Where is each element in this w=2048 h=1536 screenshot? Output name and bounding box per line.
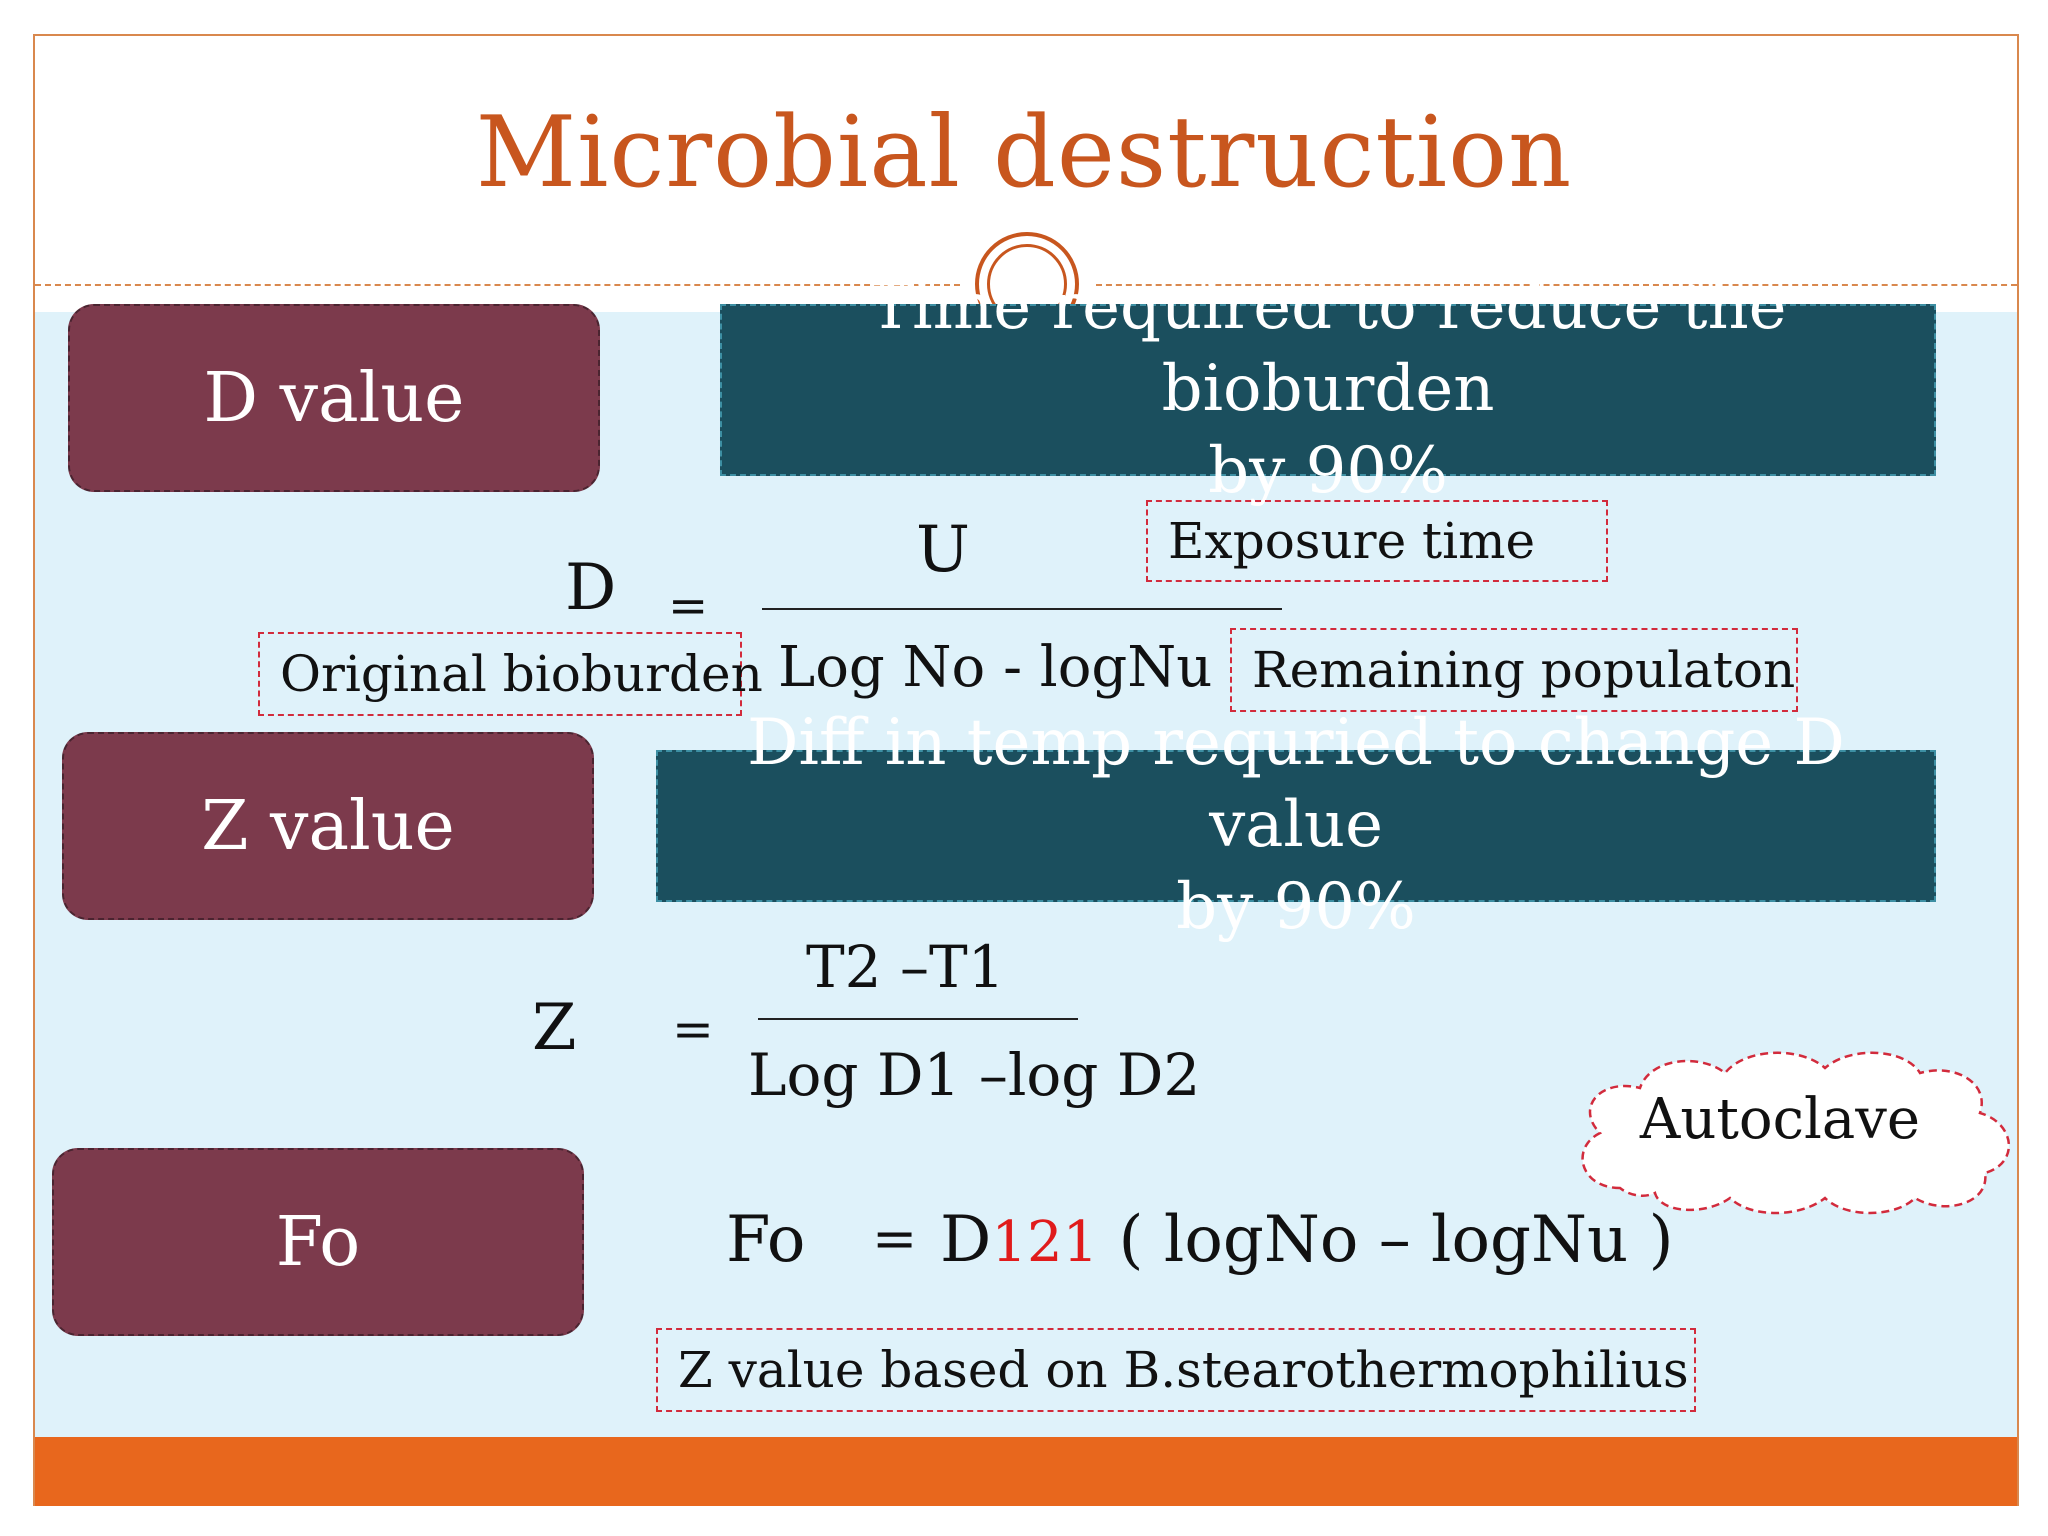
z-value-box: Z value (62, 732, 594, 920)
fo-formula-equals: = (872, 1207, 918, 1270)
z-value-definition-line2: by 90% (1176, 869, 1416, 944)
d-formula-lhs: D (565, 551, 617, 625)
original-bioburden-label: Original bioburden (280, 645, 763, 703)
d-value-definition-line2: by 90% (1208, 433, 1448, 508)
z-value-definition: Diff in temp requried to change D value … (656, 706, 1936, 944)
z-fraction-line (758, 1018, 1078, 1020)
fo-formula-lhs: Fo (726, 1203, 806, 1277)
title-divider-right (1096, 284, 2017, 286)
z-formula-equals: = (672, 1000, 714, 1058)
z-formula-denominator: Log D1 –log D2 (748, 1041, 1201, 1109)
cloud-callout-icon (1581, 1051, 2011, 1215)
footer-bar (35, 1437, 2017, 1506)
d-formula-equals: = (668, 578, 709, 634)
z-value-label: Z value (201, 786, 455, 866)
d-value-box: D value (68, 304, 600, 492)
d-value-definition: Time required to reduce the bioburden by… (720, 270, 1936, 508)
original-bioburden-note: Original bioburden (258, 632, 763, 716)
z-value-definition-line1: Diff in temp requried to change D value (747, 706, 1845, 863)
autoclave-label: Autoclave (1639, 1087, 1921, 1152)
d-value-label: D value (203, 358, 465, 438)
z-formula-numerator: T2 –T1 (806, 933, 1005, 1001)
fo-formula-temperature: 121 (991, 1210, 1099, 1275)
z-value-basis-note: Z value based on B.stearothermophilius (656, 1328, 1696, 1412)
exposure-time-label: Exposure time (1168, 512, 1536, 570)
z-formula-lhs: Z (532, 991, 577, 1065)
d-value-definition-line1: Time required to reduce the bioburden (869, 270, 1787, 427)
d-formula-numerator: U (916, 513, 970, 587)
fo-label: Fo (275, 1202, 361, 1282)
remaining-population-label: Remaining populaton (1252, 641, 1796, 699)
fo-formula-d: D (940, 1203, 992, 1277)
z-value-basis-label: Z value based on B.stearothermophilius (678, 1341, 1689, 1399)
title-divider-left (35, 284, 960, 286)
fo-formula-expression: D121 ( logNo – logNu ) (940, 1208, 1674, 1272)
slide-title: Microbial destruction (475, 96, 1573, 210)
fo-formula-rest: ( logNo – logNu ) (1098, 1203, 1674, 1277)
remaining-population-note: Remaining populaton (1230, 628, 1798, 712)
d-fraction-line (762, 608, 1282, 610)
fo-box: Fo (52, 1148, 584, 1336)
exposure-time-note: Exposure time (1146, 500, 1608, 582)
d-formula-denominator: Log No - logNu (778, 635, 1213, 700)
